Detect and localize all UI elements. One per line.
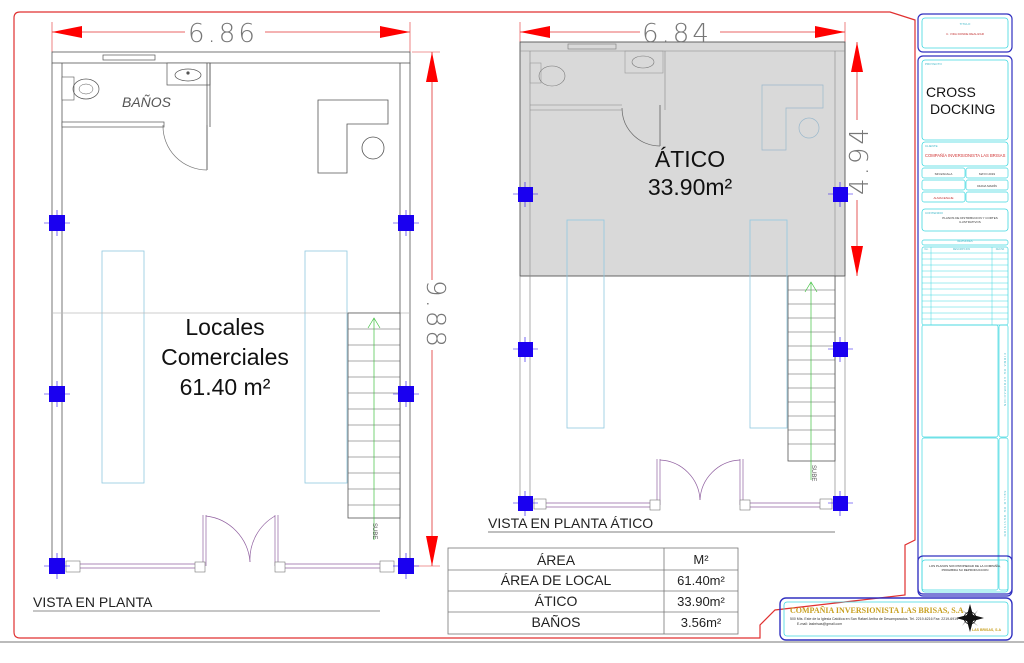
tb-project-name: CROSS DOCKING (926, 84, 995, 118)
arrow-down-icon (851, 246, 863, 276)
main-room-label: Locales Comerciales 61.40 m² (120, 312, 330, 402)
compass-rose-icon (956, 604, 984, 632)
tb-revisions-col-desc: DESCRIPCION (952, 248, 971, 251)
main-room-label-line1: Locales (185, 314, 265, 340)
attic-plan-title: VISTA EN PLANTA ÁTICO (488, 515, 654, 531)
company-logo-caption: LAS BRISAS, S.A (972, 628, 1001, 632)
area-table-header: ÁREA M² (448, 548, 738, 570)
column-icon (518, 496, 533, 511)
column-icon (833, 496, 848, 511)
tb-notes: LOS PLANOS SON PROPIEDAD DE LA COMPAÑÍA,… (929, 564, 1001, 572)
tb-owner-name: COMPAÑÍA INVERSIONISTA LAS BRISAS (925, 153, 1006, 158)
ground-floor-plan: BAÑOS SUBE (33, 20, 444, 612)
chair-icon (361, 136, 385, 160)
staircase (347, 312, 401, 540)
room-label-banos: BAÑOS (122, 94, 172, 110)
attic-area-fill (519, 41, 846, 277)
row-name: BAÑOS (531, 614, 581, 630)
entrance-double-door (545, 459, 820, 508)
row-value: 61.40m² (677, 573, 725, 588)
shelf-left (566, 219, 605, 429)
tb-date: MAYO 2019 (978, 172, 996, 176)
tb-contents-heading: CONTENIDO (925, 211, 943, 215)
sheet-border (13, 11, 916, 639)
row-name: ÁREA DE LOCAL (500, 572, 612, 588)
tb-top-text: C. VIDA DONDE REALIZAR (946, 32, 984, 36)
column-icon (518, 342, 533, 357)
staircase (787, 275, 836, 480)
toilet-icon (61, 76, 75, 101)
dimension-height-ground: 9.88 (420, 280, 450, 350)
header-area: ÁREA (536, 552, 576, 568)
shelf-left (101, 250, 145, 484)
attic-label-title: ÁTICO (654, 146, 726, 172)
tb-drawn-by: DIANA MARÍN (977, 184, 997, 188)
main-room-area: 61.40 m² (179, 374, 271, 400)
shelf-right (304, 250, 348, 484)
tb-use: ALMACENAJE (933, 196, 954, 200)
arrow-right-icon (815, 26, 845, 38)
arrow-right-icon (380, 26, 410, 38)
area-table: ÁREA M² ÁREA DE LOCAL 61.40m² ÁTICO 33.9… (448, 548, 738, 633)
main-room-label-line2: Comerciales (161, 344, 289, 370)
area-table-grid (447, 547, 739, 635)
tb-project-line1: CROSS (926, 84, 976, 100)
entrance-double-door (80, 515, 380, 569)
stair-label: SUBE (810, 465, 816, 481)
tb-revisions-col-no: No. (924, 248, 929, 251)
tb-contents-text: PLANOS DE DISTRIBUCION Y CORTES ILUSTRAT… (942, 216, 998, 224)
tb-side-label-stamp: SELLO DE REVISION (1003, 490, 1007, 538)
top-wall (51, 51, 411, 64)
row-value: 33.90m² (677, 594, 725, 609)
arrow-up-icon (426, 52, 438, 82)
window (102, 54, 156, 61)
tb-side-label-approval: FIRMA DE APROBACION (1003, 353, 1007, 407)
company-name: COMPAÑIA INVERSIONISTA LAS BRISAS, S.A (790, 606, 964, 615)
row-name: ÁTICO (534, 593, 578, 609)
ground-plan-title: VISTA EN PLANTA (33, 594, 153, 610)
company-block (779, 597, 1013, 641)
attic-floor-plan: SUBE (488, 20, 869, 533)
dimension-height-attic: 4.94 (845, 125, 875, 195)
revisions-table (921, 246, 1009, 326)
column-icon (518, 187, 533, 202)
column-icon (833, 342, 848, 357)
tb-revisions-col-date: FECHA (995, 248, 1005, 251)
bath-wall (61, 121, 165, 128)
table-row: ÁREA DE LOCAL 61.40m² (448, 570, 738, 591)
table-row: ÁTICO 33.90m² (448, 591, 738, 612)
tb-project-line2: DOCKING (930, 101, 996, 117)
tb-owner-heading: CLIENTE (925, 144, 938, 148)
structural-columns (518, 187, 848, 511)
company-address: 500 Mts. Este de la Iglesia Católica en … (790, 617, 959, 621)
dimension-width-attic: 6.84 (642, 19, 712, 49)
arrow-left-icon (52, 26, 82, 38)
shelf-right (749, 219, 788, 429)
dimension-width-ground: 6.86 (188, 19, 258, 49)
tb-top-heading: TITULO (959, 22, 971, 26)
tb-project-heading: PROYECTO (925, 62, 942, 66)
header-m2: M² (693, 552, 709, 567)
desk-icon (317, 99, 389, 174)
column-icon (833, 187, 848, 202)
stair-label: SUBE (371, 523, 377, 539)
company-email: E-mail: lasbrisas@gmail.com (797, 622, 843, 626)
row-value: 3.56m² (680, 615, 722, 630)
tb-scale: SIN ESCALA (934, 172, 953, 176)
title-block (917, 13, 1013, 597)
tb-revisions-heading: REVISIONES (957, 240, 973, 243)
table-row: BAÑOS 3.56m² (448, 612, 738, 633)
arrow-up-icon (851, 42, 863, 72)
arrow-left-icon (520, 26, 550, 38)
attic-label: ÁTICO 33.90m² (610, 145, 770, 201)
bath-door-swing (162, 124, 208, 171)
arrow-down-icon (426, 536, 438, 566)
attic-label-area: 33.90m² (647, 174, 733, 200)
